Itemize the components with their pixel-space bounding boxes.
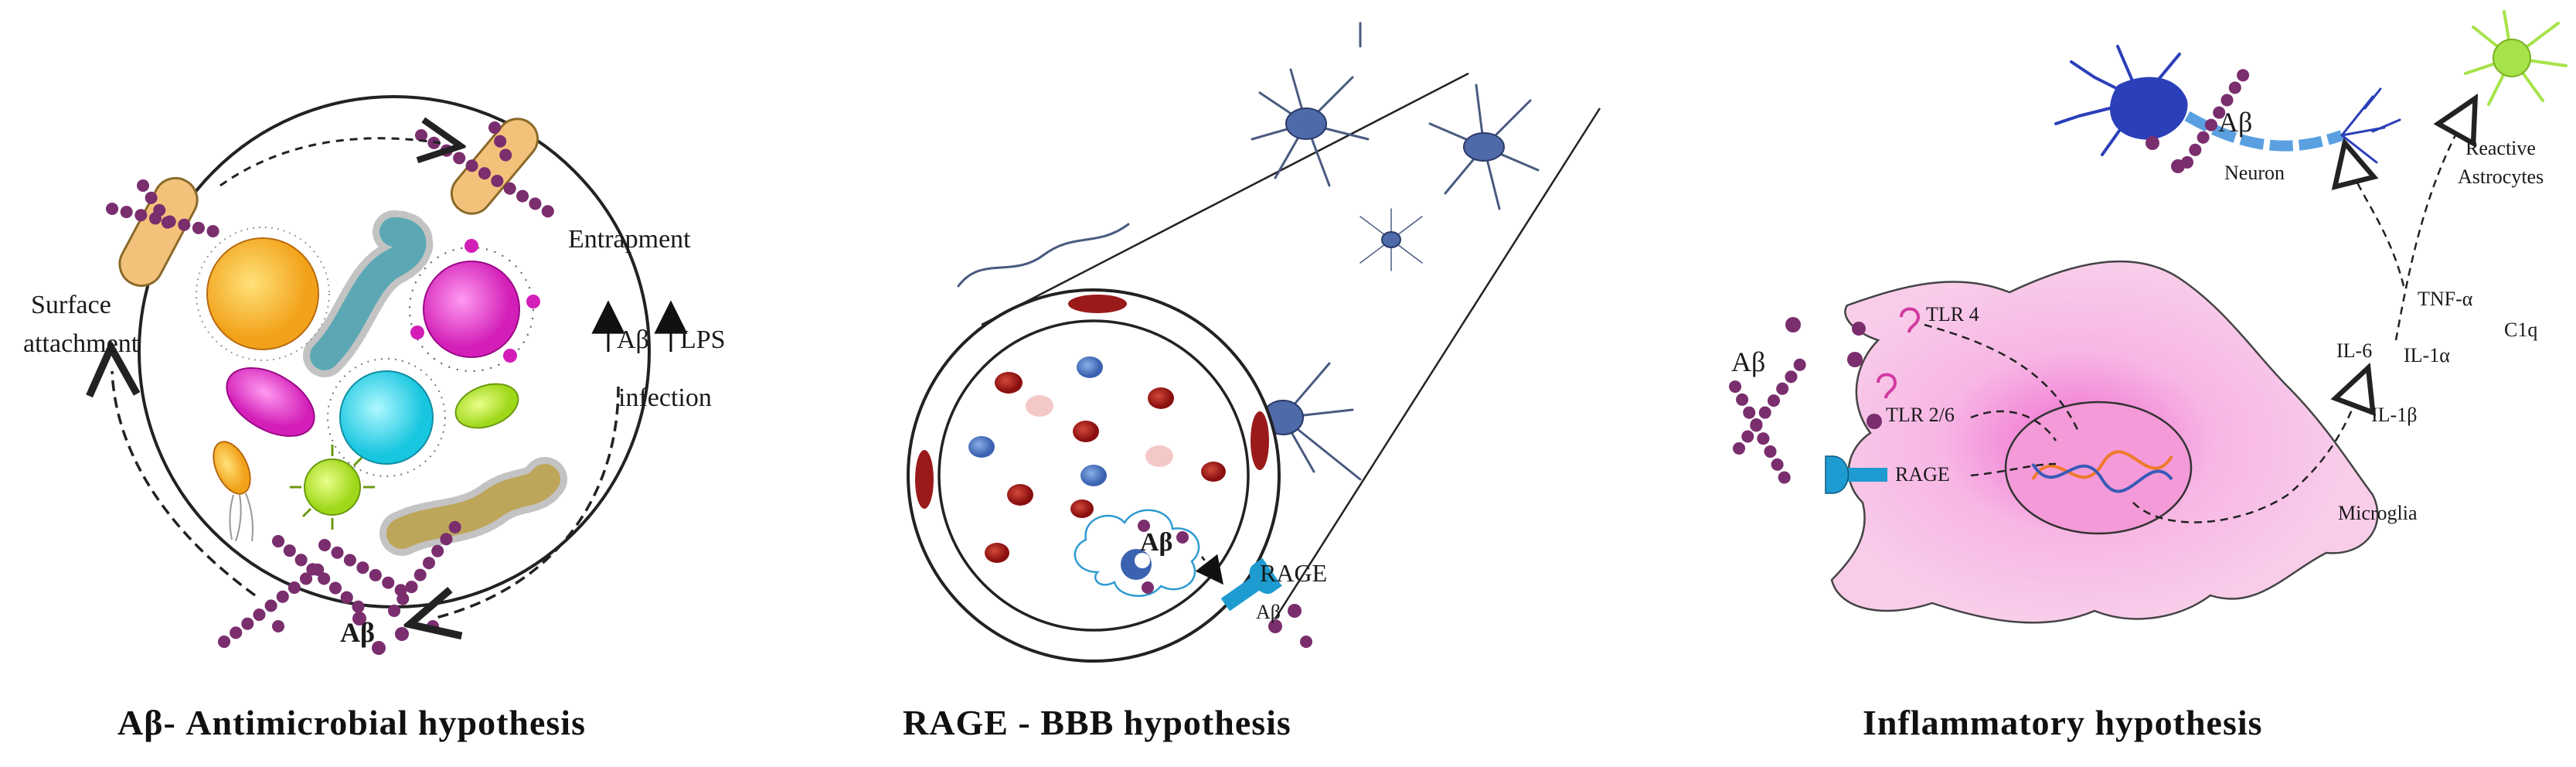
- surface-label: Surface: [31, 291, 111, 319]
- orange-bacterium: [196, 227, 330, 361]
- dna-strand: [2031, 450, 2173, 481]
- cyan-worm-bacterium: [303, 210, 434, 377]
- astrocyte-body: [1381, 231, 1401, 248]
- ab-small-label: Aβ: [1256, 601, 1281, 623]
- orange-flagellate-bacterium: [213, 441, 254, 542]
- tlr26-receptor: [1877, 373, 1897, 399]
- magenta-spiky-bacterium: [409, 239, 540, 372]
- cyan-round-bacterium: [327, 358, 446, 477]
- reactive-label: Reactive: [2465, 137, 2536, 159]
- entrapment-arrow: [219, 138, 441, 187]
- amyloid-fibril-free: [1729, 357, 1807, 486]
- infection-arrow: [433, 386, 620, 619]
- endothelial-cells: [915, 295, 1269, 509]
- inflammatory-panel: Aβ Neuron Reactive Astrocytes TNF-α C1q …: [1729, 10, 2567, 624]
- infection-label: infection: [618, 384, 712, 412]
- neuron-label: Neuron: [2224, 162, 2285, 184]
- panel-title-antimicrobial: Aβ- Antimicrobial hypothesis: [117, 703, 586, 742]
- panel-title-rage-bbb: RAGE - BBB hypothesis: [903, 703, 1291, 742]
- c1q-label: C1q: [2504, 319, 2537, 341]
- ab-cloud-label: Aβ: [1140, 528, 1172, 557]
- il1a-label: IL-1α: [2404, 344, 2450, 366]
- amyloid-fibril-neuron: [2181, 60, 2255, 169]
- pink-rod-bacterium: [226, 367, 315, 437]
- tlr4-label: TLR 4: [1926, 303, 1979, 326]
- antimicrobial-panel: Entrapment Surface attachment Aβ LPS inf…: [23, 95, 726, 655]
- rage-label: RAGE: [1260, 559, 1327, 587]
- yellow-worm-bacterium: [379, 457, 567, 556]
- ab-left-label: Aβ: [1731, 346, 1765, 377]
- ab-increase-label: Aβ: [617, 326, 649, 354]
- lps-increase-label: LPS: [680, 326, 726, 354]
- tlr4-receptor: [1900, 307, 1921, 333]
- ab-neuron-label: Aβ: [2218, 107, 2252, 138]
- reactive-astrocyte: [2464, 10, 2567, 106]
- astrocyte-body: [1463, 132, 1505, 162]
- ab-bottom-label: Aβ: [340, 617, 375, 648]
- astrocyte-body: [1285, 107, 1327, 140]
- microglia-label: Microglia: [2338, 502, 2418, 524]
- bacterium-capsule-top: [450, 118, 539, 215]
- il6-label: IL-6: [2336, 339, 2372, 362]
- lime-oval-bacterium: [454, 383, 519, 429]
- attachment-label: attachment: [23, 329, 139, 358]
- attachment-arrow: [112, 371, 257, 597]
- entrapment-label: Entrapment: [568, 225, 691, 254]
- rage-receptor-microglia: [1825, 455, 1887, 494]
- bacterium-capsule-left: [118, 177, 199, 287]
- rage-bbb-panel: Aβ RAGE Aβ: [907, 22, 1601, 663]
- lime-virus: [290, 445, 375, 530]
- astrocytes-label: Astrocytes: [2458, 165, 2544, 188]
- blood-cells: [968, 356, 1226, 563]
- rage-microglia-label: RAGE: [1895, 463, 1950, 486]
- tlr26-label: TLR 2/6: [1886, 404, 1955, 426]
- tnf-label: TNF-α: [2418, 288, 2473, 310]
- panel-title-inflammatory: Inflammatory hypothesis: [1863, 703, 2263, 742]
- il1b-label: IL-1β: [2371, 404, 2417, 426]
- rage-receptor: [1220, 557, 1282, 612]
